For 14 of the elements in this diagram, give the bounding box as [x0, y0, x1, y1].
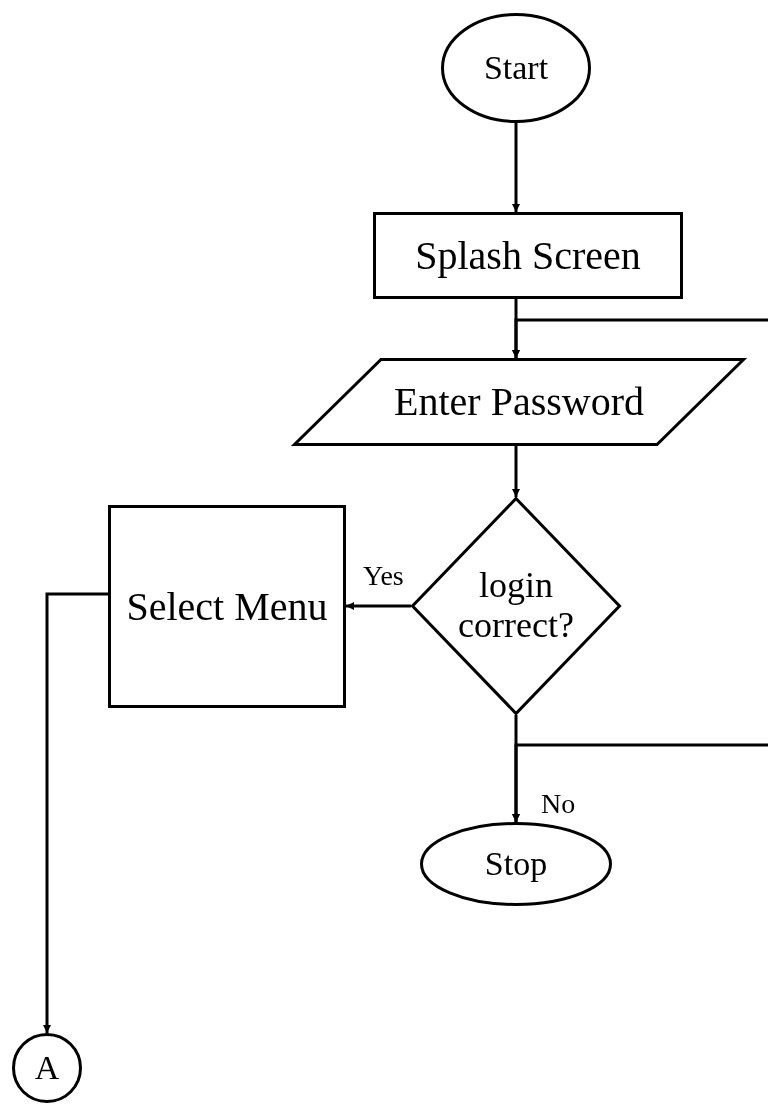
start-terminal [441, 13, 591, 123]
node-label: Start [483, 49, 549, 87]
node-label: Stop [484, 845, 548, 883]
node-label: Enter Password [394, 380, 644, 424]
node-label: login correct? [457, 566, 575, 646]
stop-terminal [420, 822, 612, 906]
decision-diamond [411, 497, 621, 715]
node-label: A [34, 1049, 60, 1087]
process-box [373, 212, 683, 299]
node-label: Select Menu [126, 584, 328, 629]
node-label: Splash Screen [415, 233, 641, 278]
connector-circle [12, 1033, 82, 1103]
process-box [108, 505, 346, 708]
input-parallelogram [293, 358, 745, 446]
